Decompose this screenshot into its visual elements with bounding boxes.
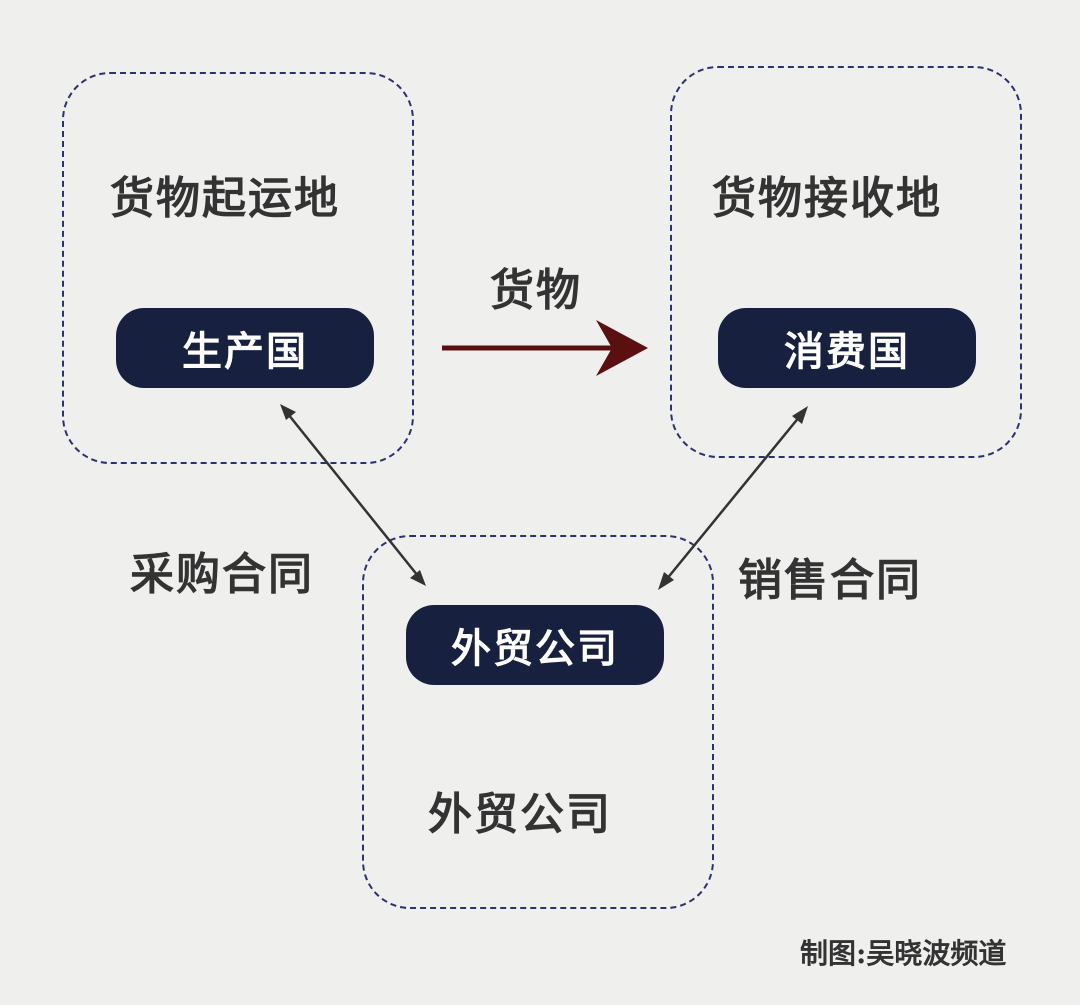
origin-region-frame [62,72,414,464]
origin-heading: 货物起运地 [110,173,340,224]
chart-credit: 制图:吴晓波频道 [800,937,1007,970]
purchase-contract-label: 采购合同 [130,549,314,600]
trader-heading: 外贸公司 [428,789,612,840]
trading-company-node: 外贸公司 [406,605,664,685]
goods-label: 货物 [490,265,582,316]
consumer-country-node: 消费国 [718,308,976,388]
trader-region-frame [362,535,714,909]
destination-heading: 货物接收地 [712,173,942,224]
sales-contract-arrow [658,406,808,590]
sales-contract-label: 销售合同 [738,555,922,606]
destination-region-frame [670,66,1022,458]
purchase-contract-arrow [280,404,426,586]
producer-country-node: 生产国 [116,308,374,388]
goods-flow-arrow [442,320,648,376]
